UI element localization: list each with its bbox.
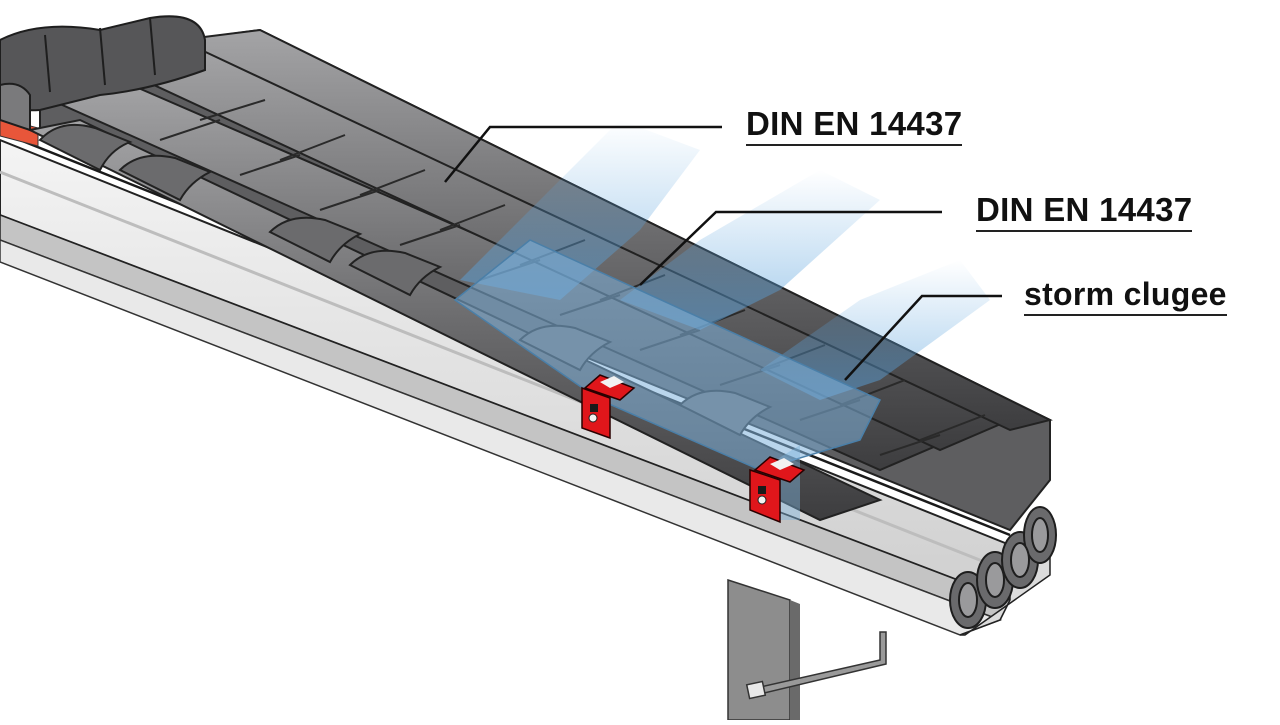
leader-line-1 bbox=[444, 125, 722, 183]
storm-clip-1 bbox=[581, 374, 636, 440]
ridge-tiles bbox=[0, 15, 206, 132]
leader-line-2 bbox=[639, 210, 942, 286]
callout-label-2: DIN EN 14437 bbox=[976, 192, 1193, 232]
callout-leaders bbox=[444, 125, 1002, 381]
storm-clip-2 bbox=[749, 456, 806, 524]
leader-line-3 bbox=[844, 294, 1002, 381]
eave-end-tiles bbox=[949, 506, 1057, 629]
support-bracket bbox=[727, 578, 887, 721]
callout-label-1: DIN EN 14437 bbox=[746, 106, 963, 146]
callout-label-3: storm clugee bbox=[1024, 276, 1227, 316]
